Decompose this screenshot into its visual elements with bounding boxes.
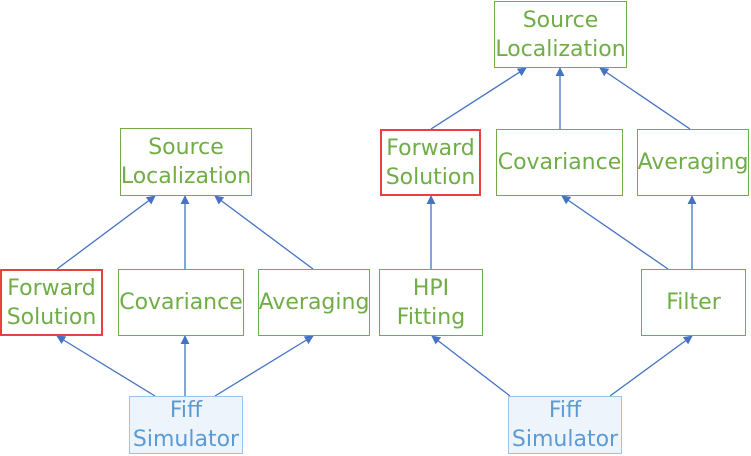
- node-label-line: Solution: [385, 164, 476, 190]
- node-label-line: Covariance: [497, 150, 622, 175]
- right-filter-node: Filter: [641, 269, 746, 336]
- arrow-left-averaging-to-source: [214, 195, 314, 270]
- arrow-left-sim-to-averaging: [214, 335, 314, 397]
- node-label-line: Covariance: [119, 290, 243, 315]
- node-label-line: Filter: [666, 290, 721, 315]
- node-label-line: Forward: [386, 135, 475, 161]
- arrow-left-forward-to-source: [56, 195, 156, 270]
- node-label-line: Averaging: [637, 150, 749, 175]
- arrow-right-forward-to-source: [430, 67, 527, 130]
- arrow-right-sim-to-hpi: [431, 335, 511, 397]
- node-label-line: Averaging: [258, 290, 370, 315]
- node-label-line: Simulator: [511, 427, 619, 452]
- node-label-line: Forward: [7, 275, 96, 301]
- right-averaging-node: Averaging: [637, 129, 749, 196]
- node-label-line: Fitting: [396, 304, 466, 330]
- left-covariance-node: Covariance: [118, 269, 244, 336]
- node-label-line: Source: [148, 135, 224, 160]
- node-label-line: Localization: [120, 164, 252, 189]
- node-label-line: Solution: [6, 304, 97, 330]
- arrow-left-sim-to-forward: [56, 335, 156, 397]
- node-label-line: Fiff: [548, 398, 582, 423]
- arrow-right-filter-to-covariance: [561, 195, 669, 270]
- right-covariance-node: Covariance: [496, 129, 623, 196]
- arrow-right-averaging-to-source: [599, 67, 691, 130]
- arrow-right-sim-to-filter: [609, 335, 693, 397]
- node-label-line: Localization: [495, 36, 626, 62]
- left-averaging-node: Averaging: [258, 269, 370, 336]
- node-label-line: Source: [522, 7, 599, 33]
- node-label-line: Simulator: [132, 427, 240, 452]
- right-hpi-fitting-node: HPI Fitting: [379, 269, 483, 336]
- node-label-line: Fiff: [169, 398, 203, 423]
- node-label-line: HPI: [412, 275, 450, 301]
